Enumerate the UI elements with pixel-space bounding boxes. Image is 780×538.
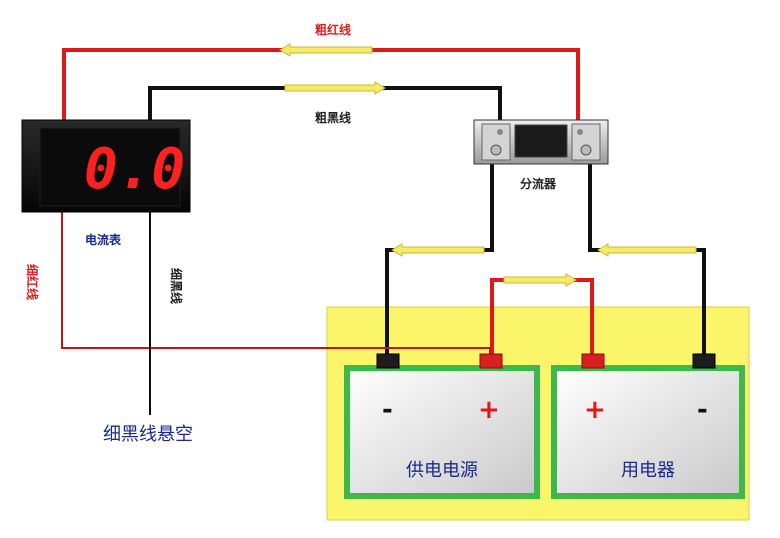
ammeter: 0.0 xyxy=(21,119,191,213)
shunt-screw-left xyxy=(490,144,502,156)
supply-positive-terminal: + xyxy=(478,395,500,425)
arrow-shunt-left-branch xyxy=(391,243,485,257)
thin-black-floating-label: 细黑线悬空 xyxy=(103,424,193,445)
load-positive-terminal: + xyxy=(584,395,606,425)
load-label: 用电器 xyxy=(621,460,675,481)
ammeter-label: 电流表 xyxy=(85,232,122,247)
load-negative-terminal: - xyxy=(697,395,708,425)
arrow-thick-black-right xyxy=(284,81,386,95)
battery-supply: - + 供电电源 xyxy=(344,353,540,499)
arrow-shunt-right-branch xyxy=(597,243,697,257)
shunt-screw-right xyxy=(580,144,592,156)
arrow-battery-link-right xyxy=(503,273,577,287)
thick-red-label: 粗红线 xyxy=(315,22,351,37)
thin-red-wire xyxy=(61,210,491,358)
supply-negative-terminal: - xyxy=(382,395,393,425)
meter-display: 0.0 xyxy=(84,137,185,202)
arrow-thick-red-left xyxy=(279,43,373,57)
battery-load: + - 用电器 xyxy=(551,353,745,499)
thin-red-label: 细红线 xyxy=(25,264,40,300)
thick-black-label: 粗黑线 xyxy=(315,110,351,125)
thin-black-label: 细黑线 xyxy=(169,268,184,304)
supply-label: 供电电源 xyxy=(406,460,478,481)
shunt-label: 分流器 xyxy=(520,176,557,191)
shunt xyxy=(473,119,609,165)
